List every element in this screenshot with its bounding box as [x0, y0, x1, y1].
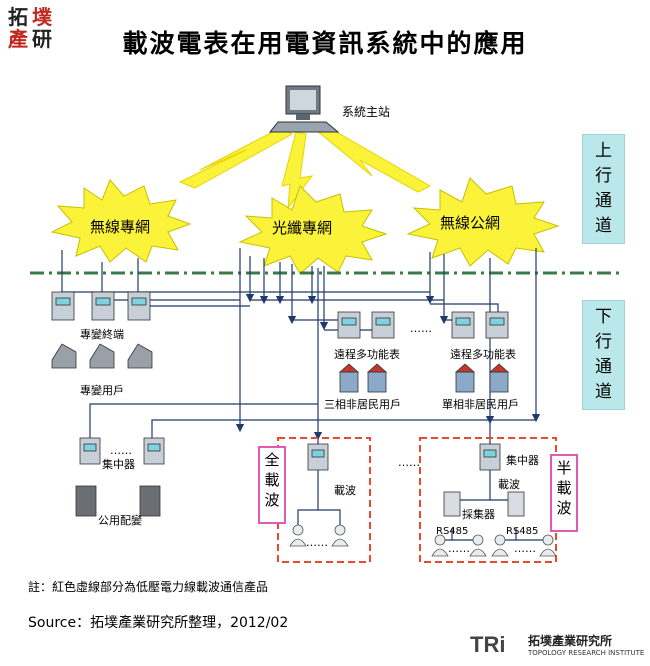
- logo-char-3: 產: [8, 27, 28, 51]
- downlink-channel-box: 下行通道: [582, 300, 625, 410]
- concentrator-ellipsis: ……: [110, 444, 132, 457]
- logo-char-1: 拓: [8, 5, 28, 29]
- source-line: Source：拓墣產業研究所整理，2012/02: [28, 615, 289, 631]
- concentrator-left-label: 集中器: [102, 458, 135, 471]
- computer-icon: [268, 85, 340, 133]
- burst-wireless-public: [406, 177, 560, 267]
- footer-brand: TRi: [470, 632, 506, 657]
- footer-name-cn: 拓墣產業研究所: [528, 634, 613, 648]
- half-carrier-box: 半載波: [550, 454, 578, 532]
- network-fiber-private: 光纖專網: [272, 219, 333, 237]
- multifunction-meter-label-2: 遠程多功能表: [450, 348, 516, 361]
- uplink-label: 上行通道: [595, 141, 612, 236]
- full-carrier-box: 全載波: [258, 446, 286, 524]
- footer-name-en: TOPOLOGY RESEARCH INSTITUTE: [528, 649, 645, 657]
- building-icons: [338, 363, 510, 393]
- half-carrier-ellipsis-2: ……: [514, 542, 536, 555]
- carrier-label-1: 載波: [334, 484, 356, 497]
- dedicated-terminal-label: 專變終端: [80, 328, 124, 341]
- footnote: 註：紅色虛線部分為低壓電力線載波通信產品: [28, 580, 269, 594]
- half-carrier-label: 半載波: [556, 459, 572, 517]
- footer-logo: TRi 拓墣產業研究所 TOPOLOGY RESEARCH INSTITUTE: [470, 630, 646, 662]
- full-carrier-label: 全載波: [264, 451, 280, 509]
- half-carrier-ellipsis-1: ……: [448, 542, 470, 555]
- person-icons: [289, 524, 557, 557]
- meter-ellipsis: ……: [410, 322, 432, 335]
- dedicated-users-label: 專變用戶: [80, 384, 124, 397]
- uplink-channel-box: 上行通道: [582, 134, 625, 244]
- meter-icons: [51, 291, 525, 517]
- logo-char-4: 研: [32, 27, 52, 51]
- network-wireless-public: 無線公網: [440, 214, 501, 232]
- downlink-label: 下行通道: [595, 307, 612, 402]
- three-phase-label: 三相非居民用戶: [324, 398, 401, 411]
- collector-label: 採集器: [462, 508, 495, 521]
- rs485-label-2: RS485: [506, 526, 539, 537]
- logo-char-2: 墣: [32, 5, 52, 29]
- group-ellipsis: ……: [398, 456, 420, 469]
- lightning-bolts: [178, 125, 432, 210]
- burst-fiber-private: [238, 185, 388, 275]
- carrier-label-2: 載波: [498, 478, 520, 491]
- transformer-icons: [75, 485, 161, 517]
- logo: 拓 墣 產 研: [6, 4, 58, 50]
- full-carrier-ellipsis: ……: [306, 536, 328, 549]
- burst-wireless-private: [50, 179, 192, 263]
- network-wireless-private: 無線專網: [90, 218, 151, 236]
- concentrator-right-label: 集中器: [506, 454, 539, 467]
- house-icons: [51, 343, 153, 369]
- single-phase-label: 單相非居民用戶: [442, 398, 519, 411]
- master-station-label: 系統主站: [342, 105, 391, 119]
- multifunction-meter-label-1: 遠程多功能表: [334, 348, 400, 361]
- rs485-label-1: RS485: [436, 526, 469, 537]
- page-title: 載波電表在用電資訊系統中的應用: [122, 29, 528, 58]
- public-transformer-label: 公用配變: [98, 514, 142, 527]
